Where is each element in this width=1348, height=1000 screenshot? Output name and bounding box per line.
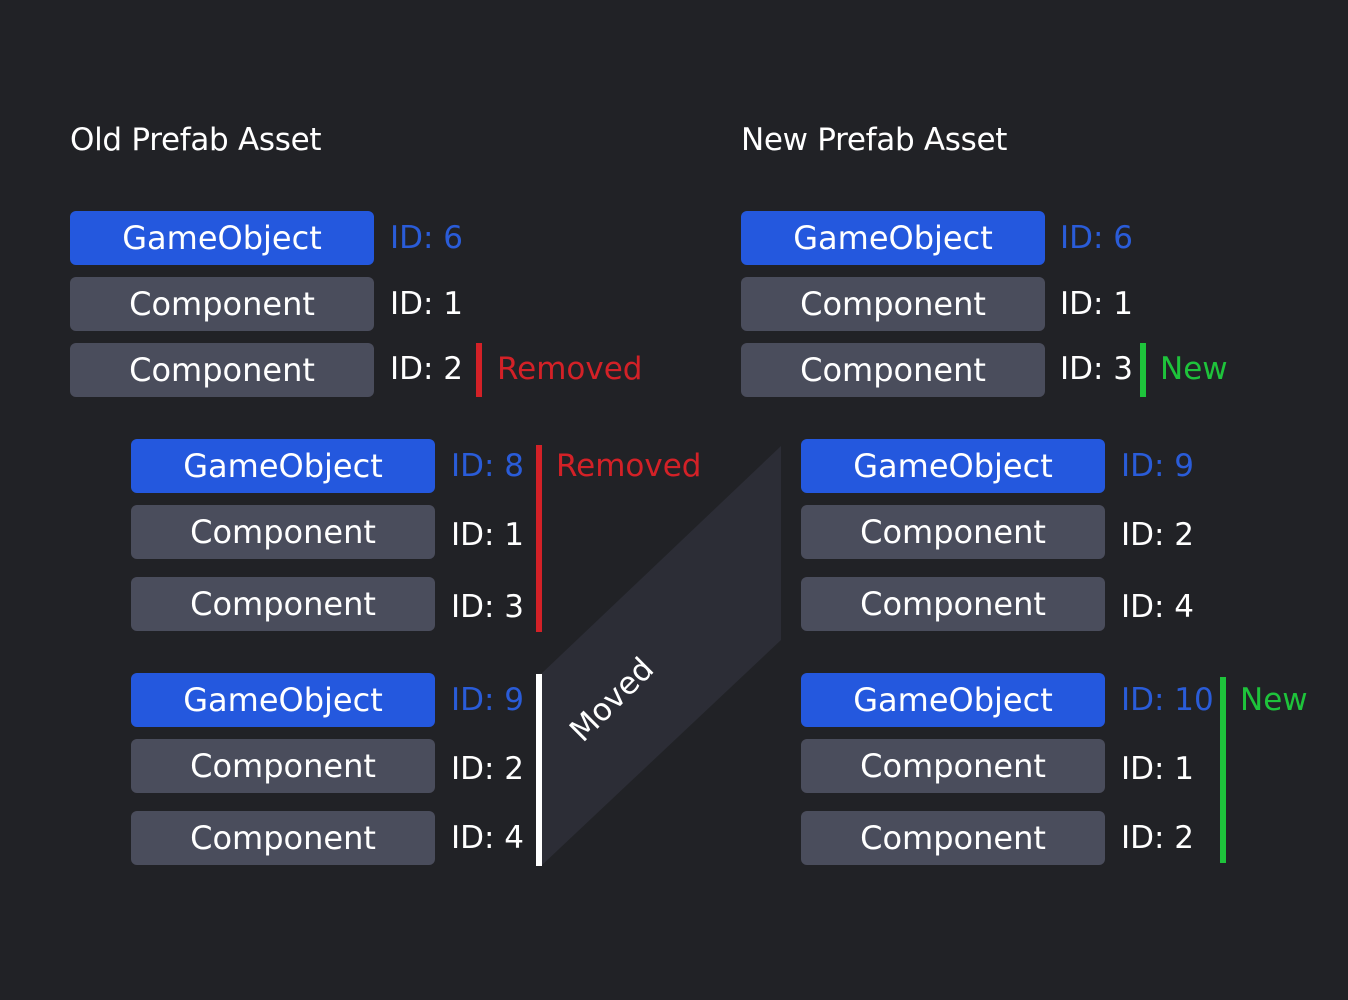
new-child-a-component-2[interactable]: Component <box>801 577 1105 631</box>
new-child-b-component-2-id: ID: 2 <box>1121 820 1195 856</box>
removed-status: Removed <box>556 448 702 484</box>
new-child-a-gameobject-id: ID: 9 <box>1121 448 1195 484</box>
removed-status: Removed <box>497 351 643 387</box>
new-child-b-component-1[interactable]: Component <box>801 739 1105 793</box>
old-child-a-component-1[interactable]: Component <box>131 505 435 559</box>
new-child-a-gameobject[interactable]: GameObject <box>801 439 1105 493</box>
old-child-b-component-2[interactable]: Component <box>131 811 435 865</box>
moved-marker-bar <box>536 674 542 866</box>
new-root-component-2-id: ID: 3 <box>1060 351 1134 387</box>
new-child-b-gameobject[interactable]: GameObject <box>801 673 1105 727</box>
moved-band-shape <box>541 446 781 866</box>
old-root-component-2-id: ID: 2 <box>390 351 464 387</box>
old-child-b-component-1[interactable]: Component <box>131 739 435 793</box>
new-child-b-component-1-id: ID: 1 <box>1121 751 1195 787</box>
old-root-gameobject-id: ID: 6 <box>390 220 464 256</box>
new-child-a-component-1[interactable]: Component <box>801 505 1105 559</box>
new-child-b-component-2[interactable]: Component <box>801 811 1105 865</box>
new-marker-bar <box>1140 343 1146 397</box>
new-status: New <box>1160 351 1228 387</box>
new-root-gameobject-id: ID: 6 <box>1060 220 1134 256</box>
new-child-a-component-1-id: ID: 2 <box>1121 517 1195 553</box>
new-child-b-gameobject-id: ID: 10 <box>1121 682 1214 718</box>
old-root-component-1-id: ID: 1 <box>390 286 464 322</box>
old-prefab-title: Old Prefab Asset <box>70 122 322 158</box>
old-root-component-1[interactable]: Component <box>70 277 374 331</box>
new-root-component-1-id: ID: 1 <box>1060 286 1134 322</box>
old-child-b-component-2-id: ID: 4 <box>451 820 525 856</box>
new-root-component-1[interactable]: Component <box>741 277 1045 331</box>
old-child-b-component-1-id: ID: 2 <box>451 751 525 787</box>
new-prefab-title: New Prefab Asset <box>741 122 1008 158</box>
old-child-a-component-2-id: ID: 3 <box>451 589 525 625</box>
old-child-a-component-2[interactable]: Component <box>131 577 435 631</box>
removed-marker-bar <box>536 445 542 632</box>
old-child-a-gameobject-id: ID: 8 <box>451 448 525 484</box>
old-root-gameobject[interactable]: GameObject <box>70 211 374 265</box>
old-child-b-gameobject-id: ID: 9 <box>451 682 525 718</box>
new-root-component-2[interactable]: Component <box>741 343 1045 397</box>
old-root-component-2[interactable]: Component <box>70 343 374 397</box>
new-child-a-component-2-id: ID: 4 <box>1121 589 1195 625</box>
old-child-b-gameobject[interactable]: GameObject <box>131 673 435 727</box>
old-child-a-gameobject[interactable]: GameObject <box>131 439 435 493</box>
old-child-a-component-1-id: ID: 1 <box>451 517 525 553</box>
removed-marker-bar <box>476 343 482 397</box>
new-status: New <box>1240 682 1308 718</box>
new-root-gameobject[interactable]: GameObject <box>741 211 1045 265</box>
new-marker-bar <box>1220 677 1226 863</box>
